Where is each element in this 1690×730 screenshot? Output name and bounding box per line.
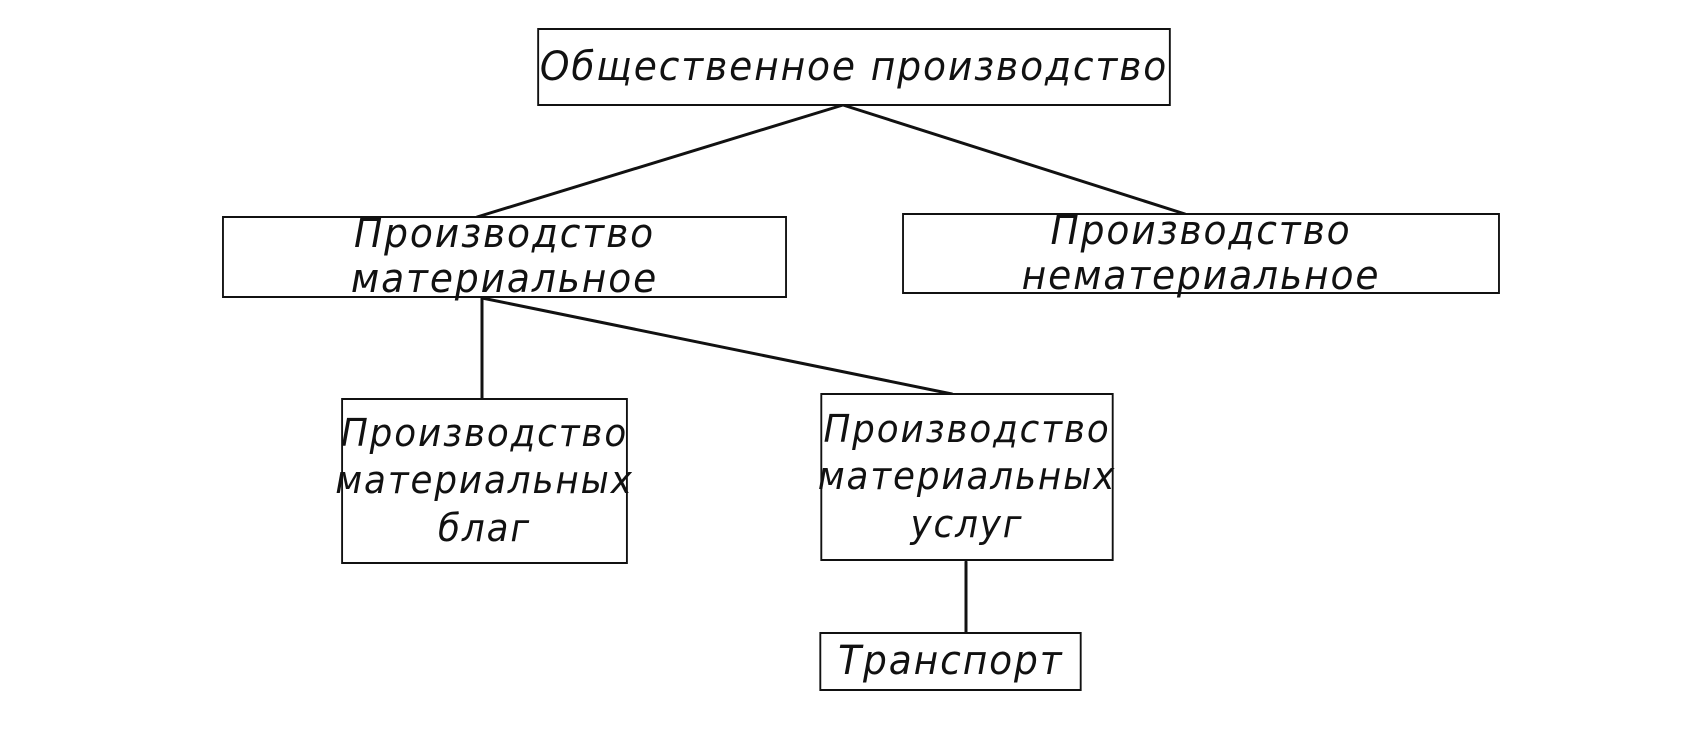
node-material-production: Производство материальное [222,212,787,301]
edge-material-services [480,296,954,396]
node-nonmaterial-production: Производство нематериальное [902,208,1500,298]
node-social-production: Общественное производство [537,28,1171,106]
edge-root-nonmaterial [841,103,1187,216]
node-material-services: Производство материальных услуг [818,393,1114,561]
node-material-goods: Производство материальных благ [335,398,632,564]
node-transport: Транспорт [819,632,1082,691]
edge-root-material [475,103,845,219]
